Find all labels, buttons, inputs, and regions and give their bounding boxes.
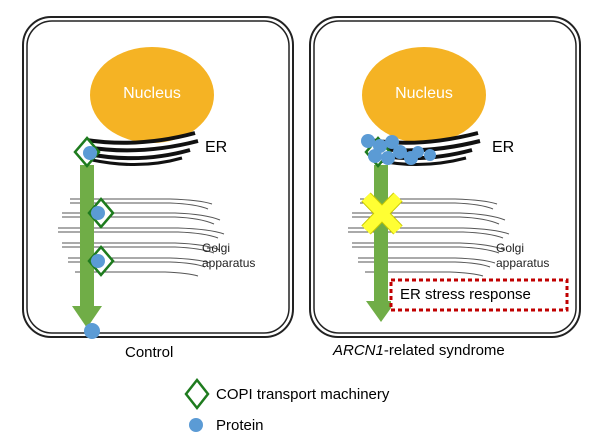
legend-protein-label: Protein [216, 417, 264, 434]
control-caption: Control [125, 344, 174, 361]
syndrome-er-label: ER [492, 139, 515, 156]
syndrome-nucleus [362, 47, 486, 143]
control-cell-outline-inner [26, 20, 290, 334]
control-golgi [58, 198, 225, 277]
control-copi-er [73, 136, 101, 168]
control-er-label: ER [205, 139, 228, 156]
legend-copi-label: COPI transport machinery [216, 386, 390, 403]
control-transport-arrow [72, 165, 102, 328]
legend-copi-icon [184, 377, 210, 411]
control-copi-golgi-2 [87, 245, 115, 277]
control-golgi-label-line2: apparatus [202, 256, 256, 270]
syndrome-golgi-label-line1: Golgi [496, 241, 525, 255]
control-copi-golgi-1 [87, 197, 115, 229]
syndrome-panel [309, 16, 581, 338]
legend [184, 377, 210, 432]
syndrome-golgi-label: Golgi apparatus [496, 241, 549, 271]
control-golgi-label-line1: Golgi [202, 241, 231, 255]
syndrome-caption-gene: ARCN1 [333, 342, 384, 359]
control-nucleus-label: Nucleus [123, 85, 181, 102]
control-secreted-protein [84, 323, 100, 339]
control-panel [22, 16, 294, 339]
syndrome-cell-outline-inner [313, 20, 577, 334]
er-stress-box [389, 278, 569, 312]
legend-protein-icon [189, 418, 203, 432]
syndrome-caption-rest: -related syndrome [383, 342, 505, 359]
control-nucleus [90, 47, 214, 143]
syndrome-nucleus-label: Nucleus [395, 85, 453, 102]
syndrome-golgi [348, 198, 510, 277]
syndrome-accumulated-proteins [361, 134, 436, 165]
syndrome-transport-block [361, 192, 403, 235]
control-er [85, 131, 199, 166]
control-golgi-label: Golgi apparatus [202, 241, 255, 271]
syndrome-golgi-label-line2: apparatus [496, 256, 550, 270]
er-stress-label: ER stress response [400, 286, 531, 303]
syndrome-caption: ARCN1-related syndrome [333, 343, 505, 358]
